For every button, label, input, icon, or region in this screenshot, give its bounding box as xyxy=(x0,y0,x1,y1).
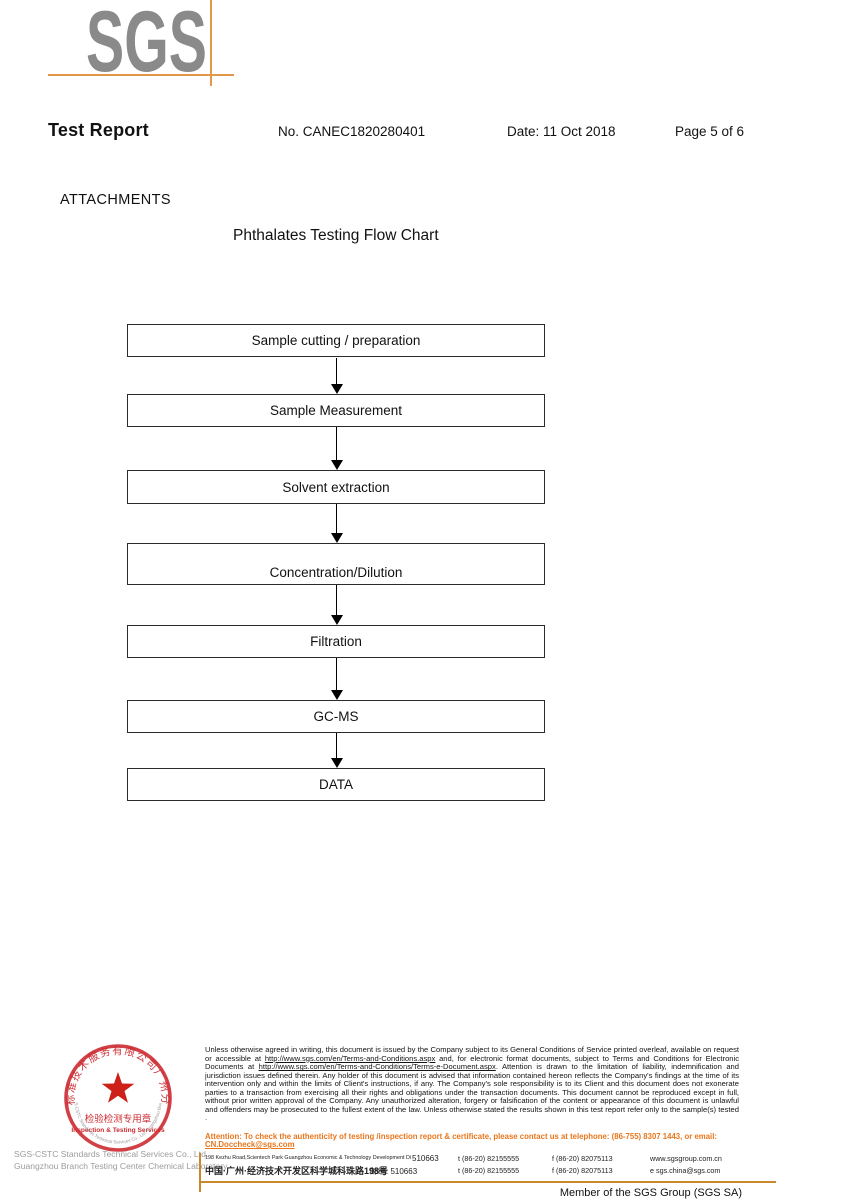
flowchart-down-arrow-icon xyxy=(330,658,343,700)
flowchart-down-arrow-icon xyxy=(330,585,343,625)
address-telephone: t (86-20) 82155555 xyxy=(458,1153,520,1163)
flowchart-step-label: Solvent extraction xyxy=(282,479,390,495)
company-email: e sgs.china@sgs.com xyxy=(650,1166,721,1175)
flowchart-step-label: Sample Measurement xyxy=(269,403,403,418)
legal-text-part1: Unless otherwise agreed in writing, this… xyxy=(205,1045,739,1063)
flowchart-step-solvent-extraction: Solvent extraction xyxy=(127,470,545,504)
address-chinese: 中国·广州·经济技术开发区科学城科珠路198号 xyxy=(205,1166,389,1176)
inspection-stamp-seal-icon: 通标标准技术服务有限公司广州分公司 检验检测专用章 Inspection & T… xyxy=(55,1032,172,1152)
flowchart-step-concentration-dilution: Concentration/Dilution xyxy=(127,543,545,585)
report-date: Date: 11 Oct 2018 xyxy=(507,124,616,139)
footer-horizontal-rule xyxy=(199,1181,776,1183)
flowchart-down-arrow-icon xyxy=(330,427,343,470)
flowchart-step-label: Concentration/Dilution xyxy=(269,565,403,580)
attachments-heading: ATTACHMENTS xyxy=(60,192,171,208)
company-website: www.sgsgroup.com.cn xyxy=(650,1153,722,1163)
sgs-logo-text: SGS xyxy=(86,8,207,74)
flowchart-down-arrow-icon xyxy=(330,504,343,543)
terms-conditions-url: http://www.sgs.com/en/Terms-and-Conditio… xyxy=(264,1053,436,1063)
stamp-center-line-en: Inspection & Testing Services xyxy=(71,1127,165,1134)
flowchart-step-label: DATA xyxy=(318,777,353,792)
sgs-group-member-note: Member of the SGS Group (SGS SA) xyxy=(559,1187,742,1199)
address-fax: f (86-20) 82075113 xyxy=(552,1153,613,1163)
flowchart-step-label: Filtration xyxy=(310,634,362,649)
report-number: No. CANEC1820280401 xyxy=(278,124,426,139)
page-indicator: Page 5 of 6 xyxy=(675,124,745,139)
address-telephone: t (86-20) 82155555 xyxy=(458,1166,520,1175)
footer-company-name: SGS-CSTC Standards Technical Services Co… xyxy=(14,1149,209,1159)
flowchart-step-data: DATA xyxy=(127,768,545,801)
logo-crosshair-vertical-line xyxy=(210,0,212,86)
sgs-logo: SGS xyxy=(85,0,208,90)
stamp-center-line-cn: 检验检测专用章 xyxy=(85,1113,152,1125)
terms-e-document-url: http://www.sgs.com/en/Terms-and-Conditio… xyxy=(258,1062,496,1072)
attention-text: Attention: To check the authenticity of … xyxy=(205,1131,717,1141)
flow-chart-title: Phthalates Testing Flow Chart xyxy=(233,227,439,244)
flowchart-step-sample-cutting: Sample cutting / preparation xyxy=(127,324,545,357)
sgs-logo-icon: SGS xyxy=(86,0,207,90)
flowchart-step-sample-measurement: Sample Measurement xyxy=(127,394,545,427)
stamp-star-icon xyxy=(101,1072,135,1103)
footer-company-lab: Guangzhou Branch Testing Center Chemical… xyxy=(14,1161,230,1171)
legal-text-part3: . Attention is drawn to the limitation o… xyxy=(205,1062,739,1123)
address-zip: 510663 xyxy=(412,1153,439,1163)
doccheck-email: CN.Doccheck@sgs.com xyxy=(205,1140,295,1150)
flowchart-step-filtration: Filtration xyxy=(127,625,545,658)
flowchart-step-label: Sample cutting / preparation xyxy=(251,333,421,348)
address-postcode-cn: 邮编: 510663 xyxy=(370,1167,418,1176)
page-title: Test Report xyxy=(48,120,149,140)
inspection-stamp: 通标标准技术服务有限公司广州分公司 检验检测专用章 Inspection & T… xyxy=(55,1032,175,1160)
logo-crosshair-horizontal-line xyxy=(48,74,234,76)
address-fax: f (86-20) 82075113 xyxy=(552,1166,613,1175)
footer-vertical-rule xyxy=(199,1153,201,1192)
legal-text-part2: and, for electronic format documents, su… xyxy=(205,1053,739,1072)
attention-notice: Attention: To check the authenticity of … xyxy=(205,1131,739,1150)
flowchart-down-arrow-icon xyxy=(330,358,343,394)
flowchart-down-arrow-icon xyxy=(330,733,343,768)
legal-disclaimer: Unless otherwise agreed in writing, this… xyxy=(205,1045,739,1123)
flowchart-step-label: GC-MS xyxy=(313,709,359,724)
flowchart-step-gc-ms: GC-MS xyxy=(127,700,545,733)
address-english: 198 Kezhu Road,Scientech Park Guangzhou … xyxy=(205,1155,411,1161)
